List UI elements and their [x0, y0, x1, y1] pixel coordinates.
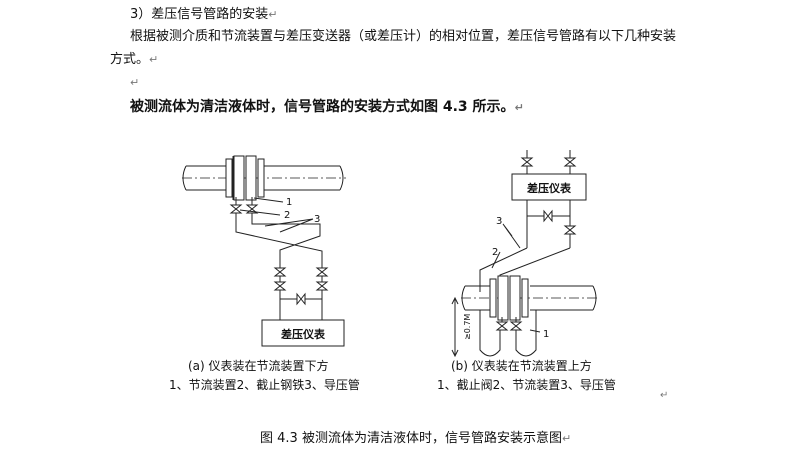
figure-caption-text: 图 4.3 被测流体为清洁液体时，信号管路安装示意图	[260, 431, 562, 446]
instrument-box-a	[261, 319, 345, 347]
callout-a-1: 1	[286, 197, 292, 208]
throttle-device-a	[225, 155, 265, 201]
valve-a-lower-left	[273, 267, 287, 277]
valve-a-lower-right	[315, 267, 329, 277]
valve-b-lower-right	[509, 321, 523, 331]
valve-b-lower-left	[495, 321, 509, 331]
empty-line: ↵	[130, 74, 139, 92]
callout-b-2: 2	[492, 247, 498, 258]
para-mark: ↵	[268, 8, 278, 21]
valve-a-left-tap	[229, 204, 243, 214]
throttle-device-b	[489, 275, 529, 321]
para-mark: ↵	[514, 101, 524, 114]
callout-a-2: 2	[284, 210, 290, 221]
bold-line: 被测流体为清洁液体时，信号管路的安装方式如图 4.3 所示。↵	[130, 98, 524, 117]
diagram-a	[182, 155, 346, 347]
dimension-b	[451, 296, 459, 358]
impulse-lines-a	[235, 213, 323, 268]
valve-a-right-tap	[245, 204, 259, 214]
valve-b-mid-right	[563, 225, 577, 235]
diagram-b	[451, 150, 598, 358]
valve-a-mid-right	[315, 281, 329, 291]
instrument-label-b: 差压仪表	[527, 181, 572, 195]
callout-b-1: 1	[543, 329, 549, 340]
caption-a: (a) 仪表装在节流装置下方	[188, 358, 329, 373]
paragraph-line-1: 根据被测介质和节流装置与差压变送器（或差压计）的相对位置，差压信号管路有以下几种…	[130, 28, 676, 46]
legend-b: 1、截止阀2、节流装置3、导压管	[437, 377, 616, 392]
instrument-box-b	[511, 173, 587, 201]
legend-a: 1、节流装置2、截止钢铁3、导压管	[169, 377, 360, 392]
valve-b-balance	[543, 209, 553, 223]
paragraph-text-1: 根据被测介质和节流装置与差压变送器（或差压计）的相对位置，差压信号管路有以下几种…	[130, 29, 677, 44]
heading: 3）差压信号管路的安装↵	[130, 6, 278, 24]
valve-a-balance	[296, 292, 306, 306]
paragraph-line-2: 方式。↵	[110, 51, 158, 69]
dimension-label-b: ≥0.7M	[463, 314, 472, 340]
para-mark: ↵	[149, 53, 159, 66]
para-mark: ↵	[561, 432, 572, 445]
caption-b: (b) 仪表装在节流装置上方	[451, 358, 592, 373]
valve-b-top-right	[563, 157, 577, 167]
para-mark: ↵	[660, 390, 668, 401]
valve-a-mid-left	[273, 281, 287, 291]
para-mark: ↵	[130, 76, 140, 89]
heading-text: 3）差压信号管路的安装	[130, 7, 269, 22]
figure-caption: 图 4.3 被测流体为清洁液体时，信号管路安装示意图↵	[260, 430, 571, 448]
callout-b-3: 3	[496, 216, 502, 227]
callout-a-3: 3	[314, 214, 320, 225]
pipe-b	[461, 285, 598, 311]
valve-b-top-left	[520, 157, 534, 167]
paragraph-text-2: 方式。	[110, 52, 150, 67]
bold-line-text: 被测流体为清洁液体时，信号管路的安装方式如图 4.3 所示。	[130, 99, 515, 115]
instrument-label-a: 差压仪表	[281, 327, 326, 341]
